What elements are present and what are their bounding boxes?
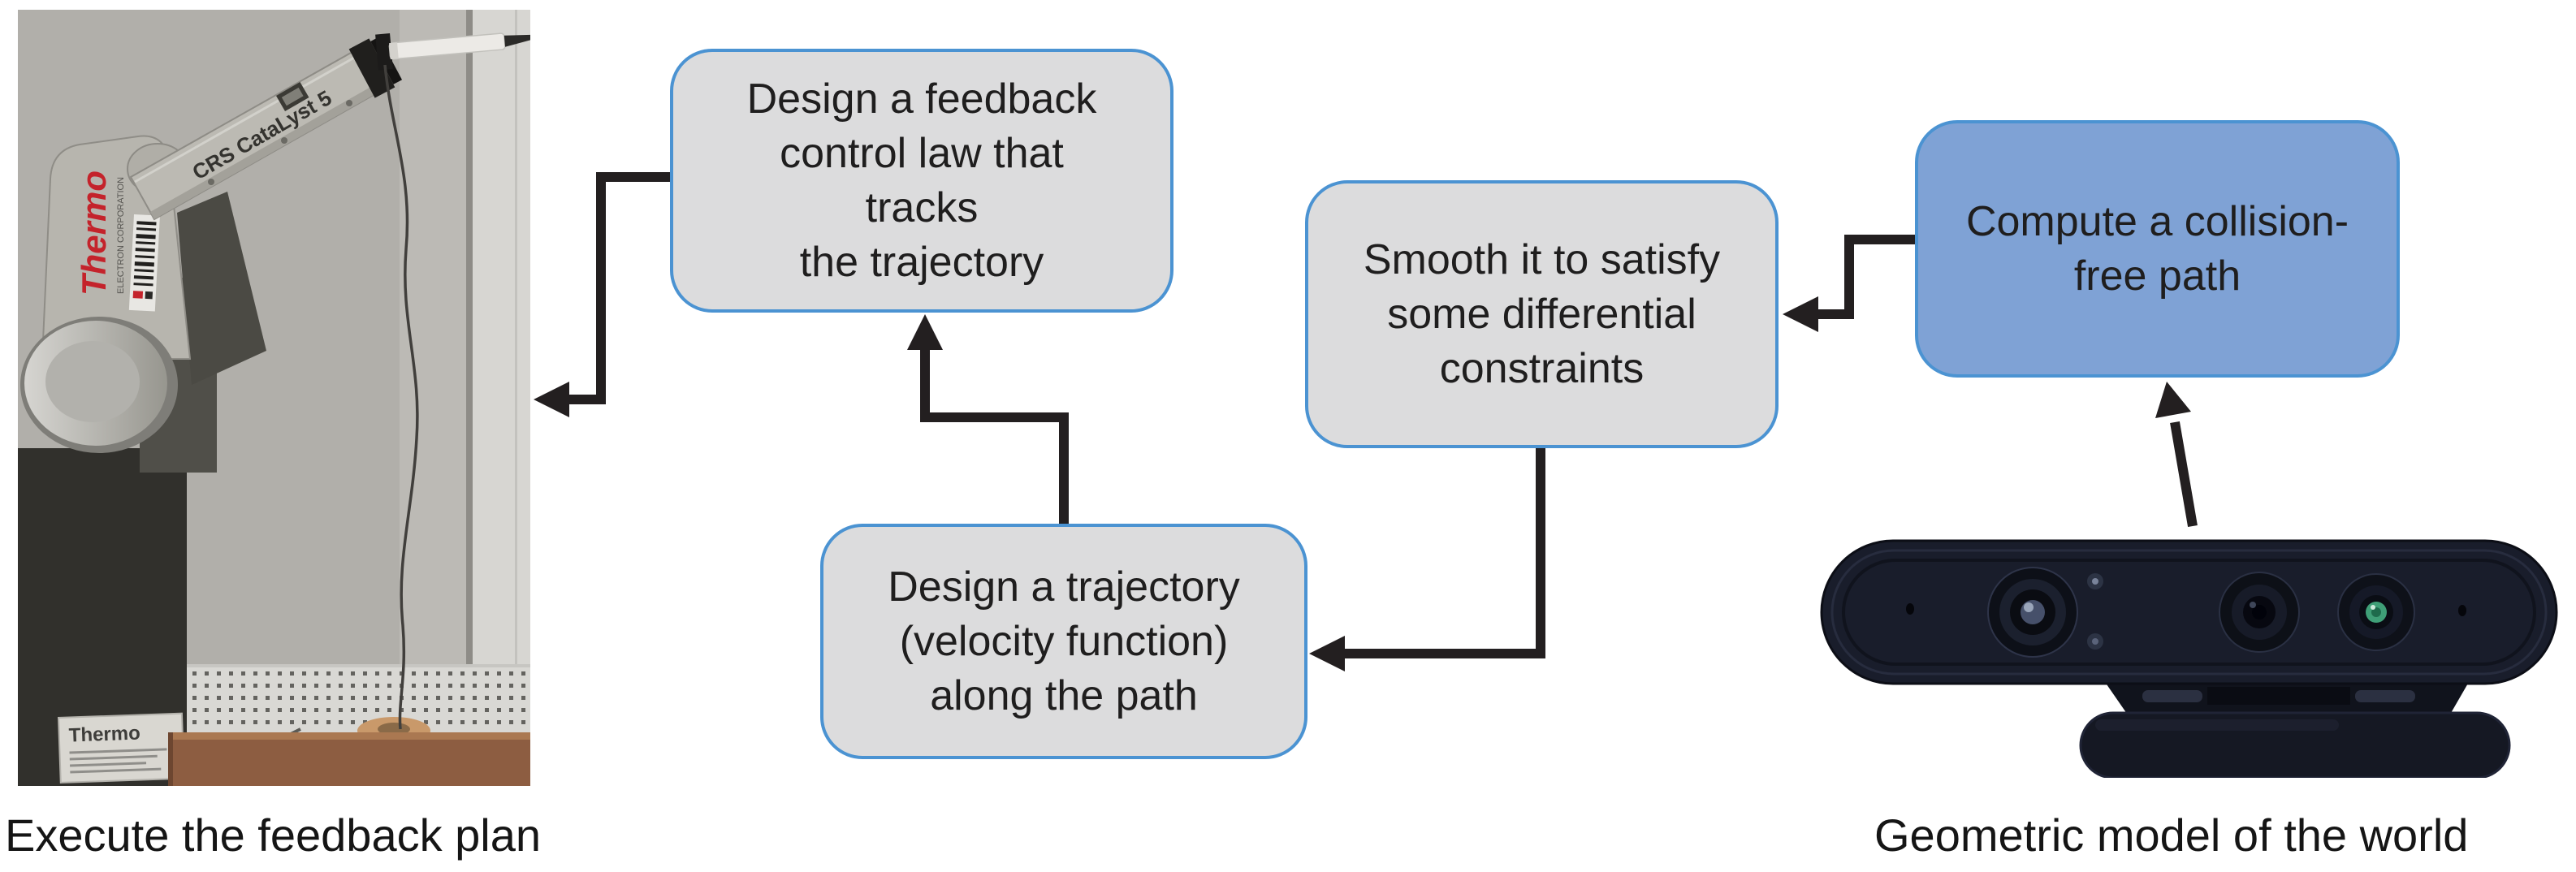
svg-text:Thermo: Thermo: [68, 723, 140, 747]
caption-execute-feedback-plan: Execute the feedback plan: [5, 809, 542, 861]
box-text-line: (velocity function): [899, 617, 1229, 665]
flow-box-design-trajectory: Design a trajectory (velocity function) …: [820, 524, 1307, 759]
depth-lens: [2219, 572, 2300, 653]
box-text-line: Design a trajectory: [888, 563, 1240, 611]
box-text-line: along the path: [930, 671, 1198, 719]
box-text-line: constraints: [1439, 344, 1645, 392]
indicator-dot-bottom: [2087, 633, 2103, 650]
arrow-trajectory-to-feedback: [907, 314, 1069, 524]
arm-connector: [276, 82, 309, 112]
camera-body: [1820, 539, 2558, 685]
tool-cable: [383, 64, 419, 730]
wall-light-strip: [400, 10, 471, 786]
arrow-collision-to-smooth: [1783, 235, 1915, 332]
mic-hole-right: [2458, 605, 2466, 616]
depth-camera-photo: [1820, 539, 2558, 778]
mic-hole-left: [1906, 603, 1914, 615]
arrow-camera-to-collision: [2155, 382, 2198, 528]
pipette-tool: [375, 32, 530, 71]
ir-projector-lens: [1987, 567, 2078, 658]
base-label: Thermo: [57, 712, 185, 784]
box-text-line: Smooth it to satisfy: [1363, 235, 1721, 283]
rgb-lens: [2337, 573, 2415, 651]
indicator-dot-top: [2087, 573, 2103, 589]
box-text-line: Compute a collision-: [1965, 197, 2349, 245]
flow-box-smooth-constraints: Smooth it to satisfy some differential c…: [1305, 180, 1779, 448]
thermo-sub-text: ELECTRON CORPORATION: [116, 177, 126, 294]
arrow-smooth-to-trajectory: [1309, 448, 1545, 671]
robot-arm-photo: Thermo ELECTRON CORPORATION CRS CataLyst…: [18, 10, 530, 786]
shoulder-drum: [20, 317, 178, 453]
box-text-line: free path: [2073, 252, 2241, 300]
thermo-logo: Thermo: [75, 171, 113, 296]
box-text-line: Design a feedback: [746, 75, 1097, 123]
box-text-line: tracks: [865, 183, 979, 231]
flow-box-feedback-control: Design a feedback control law that track…: [670, 49, 1173, 313]
door-panel: [473, 10, 530, 786]
wall-seam: [466, 10, 473, 786]
flow-box-collision-free-path: Compute a collision- free path: [1915, 120, 2400, 378]
caption-geometric-model: Geometric model of the world: [1874, 809, 2469, 861]
barcode-sticker: [128, 214, 160, 312]
box-text-line: the trajectory: [799, 238, 1044, 286]
box-text-line: control law that: [780, 129, 1064, 177]
wooden-plank: [168, 732, 530, 786]
box-text-line: some differential: [1387, 290, 1696, 338]
arrow-feedback-to-robot: [534, 172, 670, 417]
